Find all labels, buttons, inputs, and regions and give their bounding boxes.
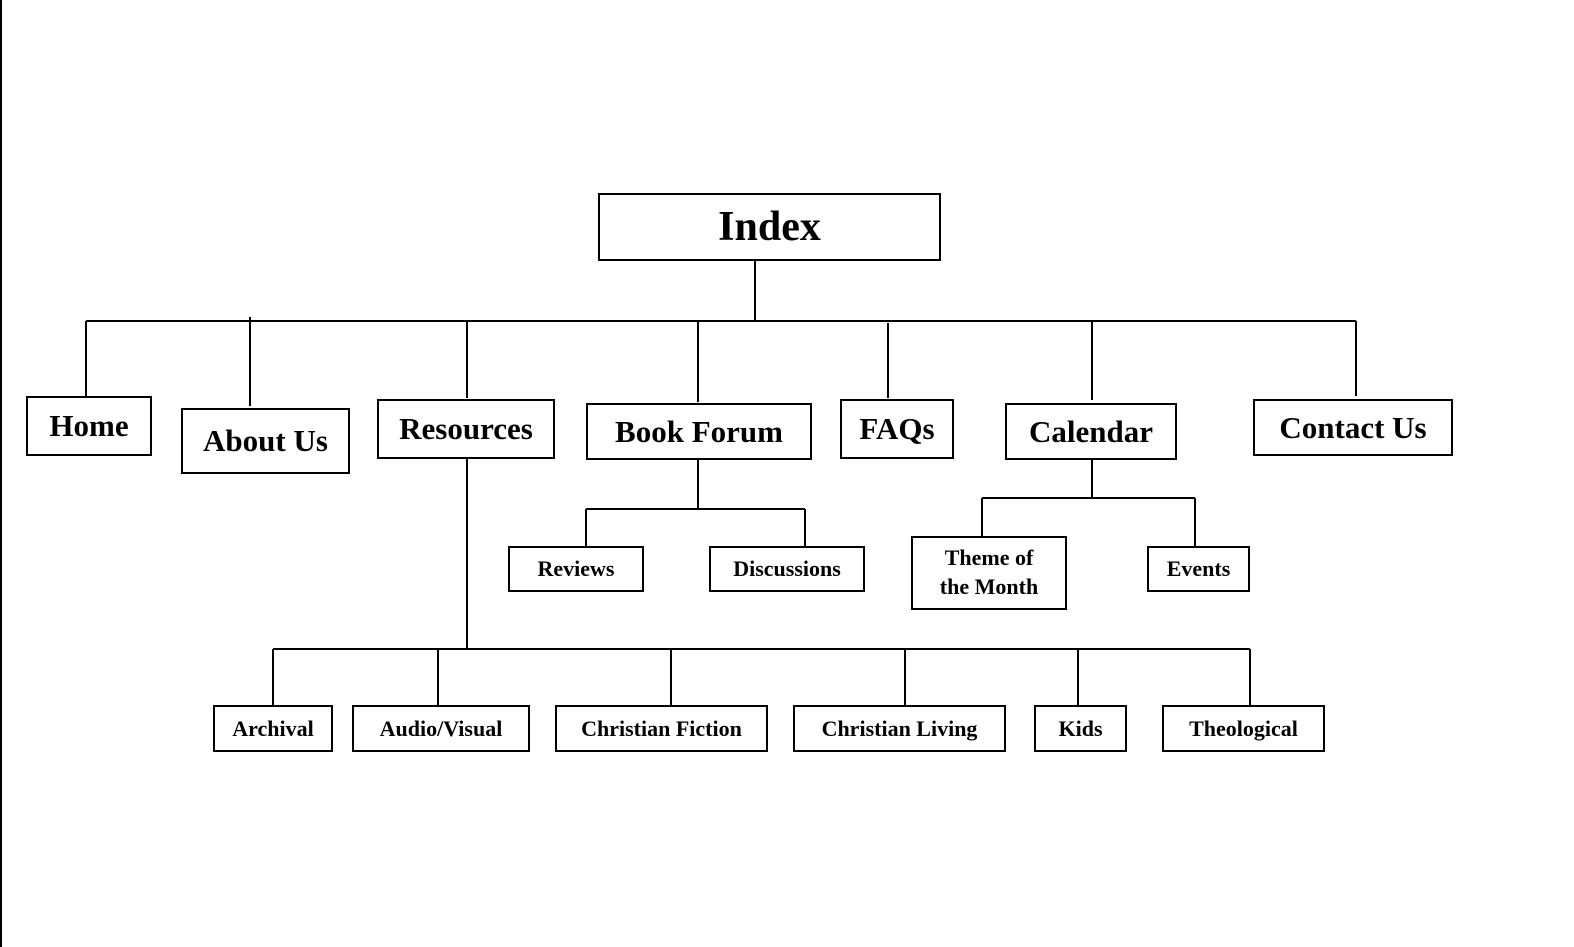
calendar-label: Calendar — [1029, 413, 1153, 449]
contact-us-label: Contact Us — [1279, 409, 1427, 445]
reviews-node: Reviews — [508, 546, 644, 592]
theme-of-the-month-node: Theme of the Month — [911, 536, 1067, 610]
kids-label: Kids — [1058, 715, 1103, 741]
about-us-node: About Us — [181, 408, 350, 474]
reviews-label: Reviews — [537, 556, 615, 582]
home-node: Home — [26, 396, 152, 456]
resources-label: Resources — [399, 411, 533, 447]
christian-fiction-node: Christian Fiction — [555, 705, 768, 752]
christian-fiction-label: Christian Fiction — [581, 715, 742, 741]
book-forum-label: Book Forum — [615, 413, 783, 449]
contact-us-node: Contact Us — [1253, 399, 1453, 456]
discussions-label: Discussions — [733, 556, 841, 582]
book-forum-node: Book Forum — [586, 403, 812, 460]
theme-of-the-month-label: Theme of the Month — [939, 545, 1039, 599]
resources-node: Resources — [377, 399, 555, 459]
events-node: Events — [1147, 546, 1250, 592]
audio-visual-node: Audio/Visual — [352, 705, 530, 752]
faqs-node: FAQs — [840, 399, 954, 459]
theological-node: Theological — [1162, 705, 1325, 752]
index-node: Index — [598, 193, 941, 261]
theological-label: Theological — [1189, 715, 1298, 741]
christian-living-label: Christian Living — [821, 715, 978, 741]
discussions-node: Discussions — [709, 546, 865, 592]
calendar-node: Calendar — [1005, 403, 1177, 460]
home-label: Home — [49, 408, 129, 444]
about-us-label: About Us — [203, 423, 328, 459]
page-left-border — [0, 0, 2, 947]
events-label: Events — [1166, 556, 1231, 582]
audio-visual-label: Audio/Visual — [379, 715, 503, 741]
archival-label: Archival — [232, 715, 314, 741]
kids-node: Kids — [1034, 705, 1127, 752]
index-label: Index — [718, 203, 821, 250]
christian-living-node: Christian Living — [793, 705, 1006, 752]
archival-node: Archival — [213, 705, 333, 752]
faqs-label: FAQs — [859, 411, 935, 447]
